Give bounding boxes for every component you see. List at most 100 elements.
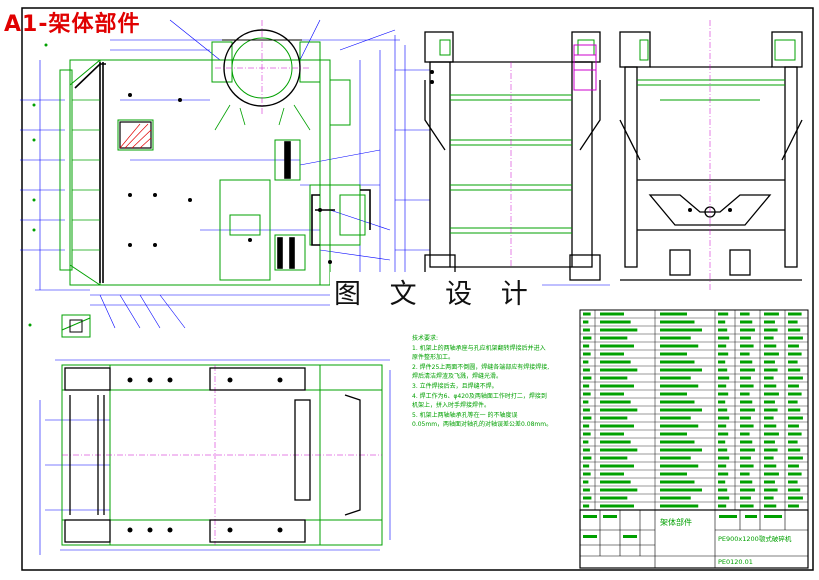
parts-list-cell-mark (764, 456, 774, 460)
parts-list-cell-mark (583, 384, 590, 388)
technical-note-line: 0.05mm，两轴面对轴孔的对轴误差公差0.08mm。 (412, 421, 553, 429)
parts-list-cell-mark (660, 336, 691, 340)
parts-list-cell-mark (718, 352, 729, 356)
parts-list-cell-mark (740, 328, 755, 332)
parts-list-cell-mark (600, 432, 624, 436)
parts-list-cell-mark (740, 496, 751, 500)
parts-list-cell-mark (660, 472, 687, 476)
parts-list-cell-mark (764, 504, 777, 508)
parts-list-cell-mark (600, 424, 634, 428)
parts-list-cell-mark (788, 312, 802, 316)
parts-list-cell-mark (660, 360, 695, 364)
sheet-title: A1-架体部件 (4, 12, 141, 37)
parts-list-cell-mark (718, 456, 730, 460)
parts-list-cell-mark (718, 472, 729, 476)
parts-list-cell-mark (788, 368, 801, 372)
parts-list-cell-mark (583, 328, 590, 332)
parts-list-cell-mark (583, 488, 590, 492)
parts-list-cell-mark (600, 408, 638, 412)
parts-list-cell-mark (583, 376, 592, 380)
parts-list-cell-mark (660, 440, 695, 444)
parts-list-cell-mark (740, 432, 750, 436)
parts-list-cell-mark (718, 368, 728, 372)
parts-list-cell-mark (788, 376, 803, 380)
parts-list-cell-mark (660, 368, 702, 372)
parts-list-cell-mark (660, 416, 691, 420)
parts-list-cell-mark (600, 496, 628, 500)
parts-list-cell-mark (583, 368, 590, 372)
parts-list-cell-mark (788, 456, 803, 460)
parts-list-cell-mark (788, 336, 803, 340)
parts-list-cell-mark (660, 496, 691, 500)
parts-list-cell-mark (764, 424, 777, 428)
parts-list-cell-mark (740, 472, 750, 476)
parts-list-cell-mark (660, 384, 699, 388)
parts-list-cell-mark (600, 448, 638, 452)
parts-list-cell-mark (583, 336, 592, 340)
parts-list-cell-mark (600, 488, 638, 492)
parts-list-cell-mark (583, 432, 591, 436)
parts-list-cell-mark (660, 312, 687, 316)
parts-list-cell-mark (788, 320, 798, 324)
technical-note-line: 4. 焊工作为6、φ420及两轴面工作时打二，焊接到 (412, 392, 547, 400)
parts-list-cell-mark (600, 328, 638, 332)
parts-list-cell-mark (740, 312, 750, 316)
parts-list-cell-mark (764, 432, 779, 436)
parts-list-cell-mark (764, 480, 775, 484)
parts-list-cell-mark (583, 472, 591, 476)
parts-list-cell-mark (740, 424, 754, 428)
parts-list-cell-mark (600, 480, 631, 484)
parts-list-cell-mark (764, 416, 774, 420)
parts-list-cell-mark (740, 376, 751, 380)
parts-list-cell-mark (600, 472, 624, 476)
parts-list-cell-mark (600, 392, 624, 396)
parts-list-cell-mark (788, 440, 798, 444)
parts-list-cell-mark (660, 376, 691, 380)
parts-list-cell-mark (764, 352, 779, 356)
parts-list-cell-mark (583, 416, 592, 420)
title-block-drawing-number: PE0120.01 (718, 558, 753, 566)
parts-list-cell-mark (600, 368, 638, 372)
parts-list-cell-mark (740, 504, 754, 508)
parts-list-cell-mark (764, 408, 778, 412)
parts-list-cell-mark (660, 504, 699, 508)
parts-list-cell-mark (583, 480, 589, 484)
parts-list-cell-mark (788, 480, 798, 484)
parts-list-cell-mark (600, 440, 631, 444)
parts-list-cell-mark (718, 496, 730, 500)
end-view (619, 20, 803, 290)
parts-list-cell-mark (600, 376, 628, 380)
parts-list-cell-mark (788, 328, 801, 332)
parts-list-cell-mark (583, 464, 590, 468)
parts-list-cell-mark (788, 472, 802, 476)
parts-list-cell-mark (600, 312, 624, 316)
parts-list-cell-mark (764, 496, 774, 500)
parts-list-cell-mark (718, 312, 729, 316)
parts-list-cell-mark (788, 344, 799, 348)
watermark-text: 图 文 设 计 (330, 272, 542, 311)
technical-note-line: 原件整形加工。 (412, 354, 455, 362)
parts-list-cell-mark (583, 320, 589, 324)
sheet-border (21, 7, 814, 571)
parts-list-cell-mark (764, 312, 779, 316)
parts-list-cell-mark (740, 480, 753, 484)
parts-list-cell-mark (583, 360, 589, 364)
side-view (394, 31, 610, 286)
parts-list-cell-mark (764, 400, 775, 404)
parts-list-cell-mark (583, 344, 590, 348)
technical-notes-heading: 技术要求: (412, 335, 439, 342)
parts-list-cell-mark (718, 328, 728, 332)
parts-list-cell-mark (788, 360, 798, 364)
parts-list-cell-mark (740, 488, 755, 492)
parts-list-cell-mark (764, 344, 777, 348)
parts-list-cell-mark (740, 360, 753, 364)
technical-note-line: 焊后清洁焊渣及飞溅，焊缝光滑。 (412, 373, 503, 381)
parts-list-cell-mark (740, 440, 753, 444)
parts-list-cell-mark (583, 504, 590, 508)
parts-list-cell-mark (718, 448, 728, 452)
parts-list-cell-mark (660, 480, 695, 484)
parts-list-cell-mark (764, 392, 779, 396)
title-block-part-name: 架体部件 (660, 518, 692, 527)
parts-list-cell-mark (660, 432, 687, 436)
